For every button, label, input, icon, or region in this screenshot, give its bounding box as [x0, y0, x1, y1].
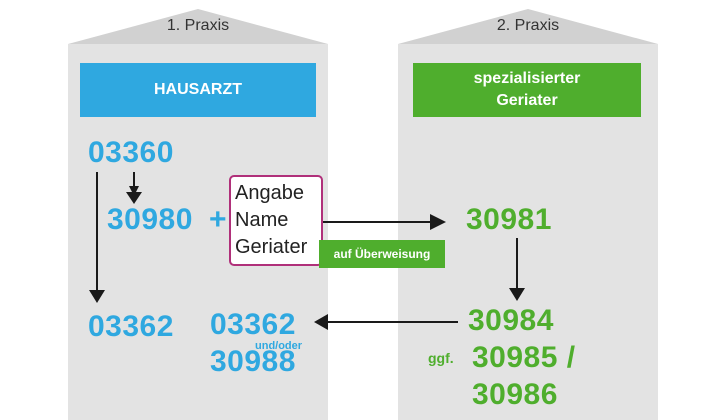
ggf-label: ggf.: [428, 350, 454, 366]
callout-line3: Geriater: [235, 236, 308, 258]
callout-line1: Angabe: [235, 182, 304, 204]
arrowhead-30984-to-03362: [314, 314, 328, 330]
code-03360: 03360: [88, 136, 174, 169]
code-30988: 30988: [210, 345, 296, 378]
roof-label-practice-2: 2. Praxis: [496, 17, 560, 34]
und-oder-label: und/oder: [255, 340, 303, 352]
callout-angabe-name-geriater: Angabe Name Geriater: [229, 175, 323, 266]
roof-right: [398, 9, 658, 44]
header-geriater: spezialisierter Geriater: [413, 63, 641, 117]
arrowhead-30981-to-30984: [509, 288, 525, 301]
header-hausarzt: HAUSARZT: [80, 63, 316, 117]
code-30984: 30984: [468, 304, 554, 337]
header-geriater-line1: spezialisierter: [473, 70, 581, 87]
arrowhead-03360-to-30980: [126, 192, 142, 204]
roof-left: [68, 9, 328, 44]
code-30986: 30986: [472, 378, 558, 411]
code-03362-mid: 03362: [210, 308, 296, 341]
code-30985: 30985 /: [472, 341, 576, 374]
arrowhead-callout-to-30981: [430, 214, 446, 230]
arrowhead-03360-to-03362: [89, 290, 105, 303]
code-30981: 30981: [466, 203, 552, 236]
header-hausarzt-label: HAUSARZT: [154, 81, 242, 98]
roof-label-practice-1: 1. Praxis: [166, 17, 230, 34]
plus-sign: +: [209, 203, 228, 236]
badge-auf-ueberweisung: auf Überweisung: [319, 240, 445, 268]
code-03362-left: 03362: [88, 310, 174, 343]
header-geriater-line2: Geriater: [496, 92, 558, 109]
code-30980: 30980: [107, 203, 193, 236]
callout-line2: Name: [235, 209, 289, 231]
